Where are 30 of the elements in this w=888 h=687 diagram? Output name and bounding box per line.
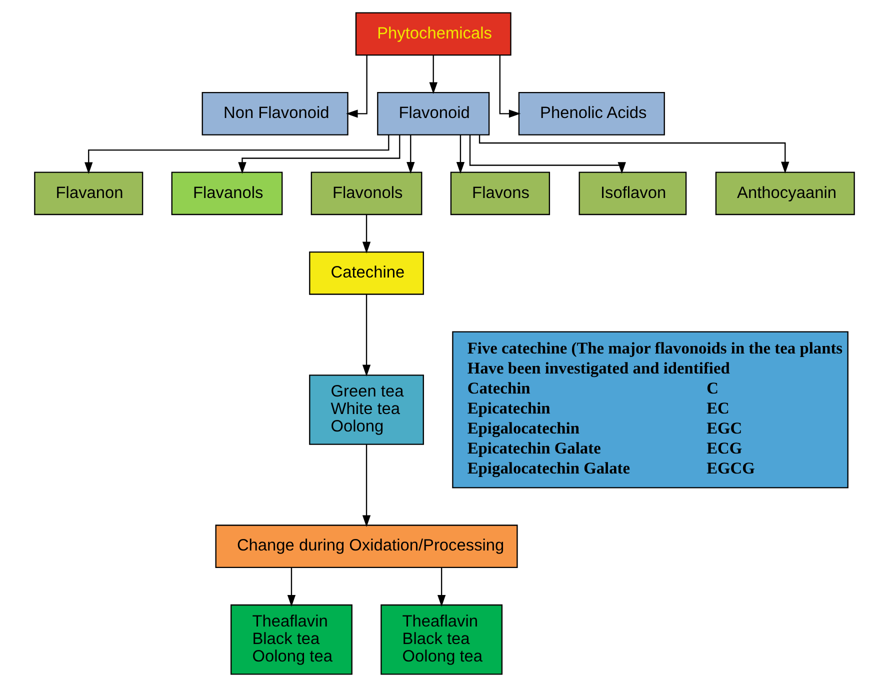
node-box: Theaflavin Black tea Oolong tea <box>380 604 502 675</box>
node-box: Phytochemicals <box>354 12 511 56</box>
arrow <box>238 134 400 174</box>
node-box: Green tea White tea Oolong <box>308 374 424 445</box>
node-box: Flavanols <box>170 172 282 216</box>
node-box: Flavonols <box>310 172 422 216</box>
node-box: Flavanon <box>34 172 143 216</box>
arrow <box>362 444 370 527</box>
arrow <box>406 135 414 174</box>
node-box: Phenolic Acids <box>518 92 664 136</box>
node-box: Catechine <box>308 251 424 295</box>
node-box: Flavonoid <box>376 92 490 136</box>
node-box: Theaflavin Black tea Oolong tea <box>230 604 352 675</box>
arrow <box>362 214 370 254</box>
node-box: Change during Oxidation/Processing <box>214 524 518 568</box>
node-box: Non Flavonoid <box>201 92 348 136</box>
arrow <box>346 55 367 118</box>
arrow <box>428 55 437 94</box>
arrow <box>456 135 464 174</box>
arrow <box>498 55 520 118</box>
arrow <box>468 134 626 174</box>
arrow <box>84 134 389 174</box>
arrow <box>286 568 296 607</box>
arrow <box>478 134 789 174</box>
node-box: Five catechine (The major flavonoids in the tea plants Have been investigated and identified Catechin C Epicatechin EC Epigalocatechin EGC Epicatechin Galate ECG Epigalocatechin Galate EGCG <box>452 331 848 488</box>
arrow <box>362 294 370 377</box>
arrow <box>436 568 446 607</box>
node-box: Anthocyaanin <box>714 172 854 216</box>
node-box: Flavons <box>450 172 550 216</box>
node-box: Isoflavon <box>578 172 686 216</box>
